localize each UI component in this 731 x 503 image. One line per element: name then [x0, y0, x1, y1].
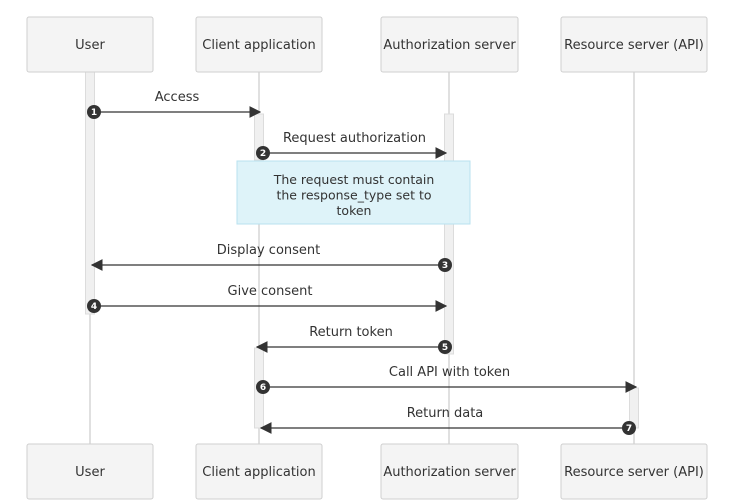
sequence-number-badge: [256, 380, 270, 394]
note-line: the response_type set to: [276, 188, 431, 203]
actor-box: [380, 16, 519, 73]
message-1: Access 1: [87, 90, 262, 119]
actor-user-bottom: User: [26, 443, 154, 500]
message-5: Return token 5: [255, 325, 452, 354]
actor-label: User: [75, 465, 105, 480]
message-7: Return data 7: [259, 406, 636, 435]
note-line: token: [337, 203, 372, 218]
actor-resource-top: Resource server (API): [560, 16, 708, 73]
actor-box: [26, 443, 154, 500]
message-3: Display consent 3: [90, 243, 452, 272]
actor-box: [26, 16, 154, 73]
actor-box: [560, 16, 708, 73]
actor-resource-bottom: Resource server (API): [560, 443, 708, 500]
sequence-number: 4: [91, 302, 97, 312]
sequence-number: 1: [91, 108, 97, 118]
actor-label: Resource server (API): [564, 465, 704, 480]
message-label: Call API with token: [389, 365, 510, 380]
message-label: Give consent: [228, 284, 313, 299]
sequence-number-badge: [438, 258, 452, 272]
message-2: Request authorization 2: [256, 131, 448, 160]
actor-box: [195, 443, 323, 500]
sequence-number-badge: [438, 340, 452, 354]
message-label: Request authorization: [283, 131, 426, 146]
note-line: The request must contain: [273, 172, 435, 187]
message-label: Return data: [407, 406, 484, 421]
actor-client-bottom: Client application: [195, 443, 323, 500]
actor-auth-bottom: Authorization server: [380, 443, 519, 500]
actor-label: Authorization server: [383, 38, 516, 53]
sequence-number-badge: [87, 299, 101, 313]
actor-box: [195, 16, 323, 73]
note-box: [236, 160, 471, 225]
message-label: Access: [155, 90, 200, 105]
message-label: Display consent: [217, 243, 321, 258]
message-6: Call API with token 6: [256, 365, 638, 394]
actor-label: Resource server (API): [564, 38, 704, 53]
sequence-number: 2: [260, 149, 266, 159]
actor-label: Client application: [202, 465, 315, 480]
activation-bar-auth: [444, 113, 454, 355]
message-label: Return token: [309, 325, 393, 340]
actor-auth-top: Authorization server: [380, 16, 519, 73]
sequence-number: 7: [626, 424, 632, 434]
actor-box: [380, 443, 519, 500]
actor-label: User: [75, 38, 105, 53]
actor-user-top: User: [26, 16, 154, 73]
sequence-number-badge: [622, 421, 636, 435]
sequence-number: 3: [442, 261, 448, 271]
actor-label: Client application: [202, 38, 315, 53]
actor-client-top: Client application: [195, 16, 323, 73]
actor-box: [560, 443, 708, 500]
sequence-number-badge: [87, 105, 101, 119]
actor-label: Authorization server: [383, 465, 516, 480]
sequence-number: 6: [260, 383, 266, 393]
message-4: Give consent 4: [87, 284, 448, 313]
sequence-number-badge: [256, 146, 270, 160]
sequence-number: 5: [442, 343, 448, 353]
